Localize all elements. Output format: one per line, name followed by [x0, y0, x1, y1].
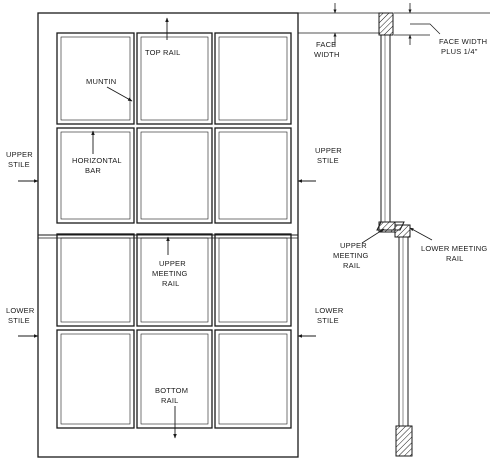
pane	[214, 233, 292, 327]
face-width-label-1: FACE	[316, 40, 336, 49]
pane	[136, 329, 213, 429]
pane	[214, 127, 292, 224]
face-width-plus-label-2: PLUS 1/4"	[441, 47, 478, 56]
pane	[60, 131, 131, 220]
pane	[140, 131, 209, 220]
muntin-label: MUNTIN	[86, 77, 116, 86]
pane	[60, 333, 131, 425]
lower-stile-left-label-1: LOWER	[6, 306, 35, 315]
pane	[56, 127, 135, 224]
upper-stile-right-label-2: STILE	[317, 156, 339, 165]
upper-stile-left-label-2: STILE	[8, 160, 30, 169]
pane	[60, 36, 131, 121]
upper-meeting-rail-label-3: RAIL	[162, 279, 179, 288]
lower-stile-right-label-1: LOWER	[315, 306, 344, 315]
lower-stile-right-label-2: STILE	[317, 316, 339, 325]
upper-meeting-rail-label-2: MEETING	[152, 269, 188, 278]
section-upper-meeting-rail-label-1: UPPER	[340, 241, 367, 250]
horizontal-bar-label-2: BAR	[85, 166, 101, 175]
bottom-rail-label-2: RAIL	[161, 396, 178, 405]
pane	[214, 32, 292, 125]
upper-stile-left-label-1: UPPER	[6, 150, 33, 159]
lower-stile-left-label-2: STILE	[8, 316, 30, 325]
pane	[56, 329, 135, 429]
section-lower-meeting-rail-label-1: LOWER MEETING	[421, 244, 487, 253]
pane	[218, 333, 288, 425]
pane	[140, 333, 209, 425]
section-lower-meeting-rail-arrow	[409, 227, 433, 241]
bottom-rail-label-1: BOTTOM	[155, 386, 188, 395]
face-width-plus-label-1: FACE WIDTH	[439, 37, 487, 46]
pane	[140, 36, 209, 121]
pane	[218, 237, 288, 323]
face-width-dimensions: FACE WIDTH FACE WIDTH PLUS 1/4"	[298, 3, 490, 59]
section-upper-meeting-rail-label-3: RAIL	[343, 261, 360, 270]
face-width-label-2: WIDTH	[314, 50, 340, 59]
pane	[136, 233, 213, 327]
upper-stile-right-label-1: UPPER	[315, 146, 342, 155]
horizontal-bar-label-1: HORIZONTAL	[72, 156, 122, 165]
section-upper-meeting-rail-arrow	[361, 228, 385, 244]
lower-meeting-rail-section	[394, 224, 411, 238]
pane	[56, 233, 135, 327]
lower-sash-panes	[56, 233, 292, 429]
sash-section-view: UPPER MEETING RAIL LOWER MEETING RAIL	[333, 12, 487, 457]
pane	[136, 32, 213, 125]
top-rail-label: TOP RAIL	[145, 48, 181, 57]
upper-sash-panes	[56, 32, 292, 224]
muntin-arrow	[106, 86, 133, 102]
section-upper-meeting-rail-label-2: MEETING	[333, 251, 369, 260]
upper-meeting-rail-label-1: UPPER	[159, 259, 186, 268]
pane	[56, 32, 135, 125]
pane	[136, 127, 213, 224]
pane	[60, 237, 131, 323]
pane	[218, 131, 288, 220]
pane	[214, 329, 292, 429]
upper-sash-top-rail-section	[378, 12, 394, 36]
pane	[140, 237, 209, 323]
lower-sash-bottom-rail-section	[395, 425, 413, 457]
section-lower-meeting-rail-label-2: RAIL	[446, 254, 463, 263]
window-elevation: TOP RAIL MUNTIN HORIZONTAL BAR UPPER STI…	[6, 12, 344, 458]
pane	[218, 36, 288, 121]
